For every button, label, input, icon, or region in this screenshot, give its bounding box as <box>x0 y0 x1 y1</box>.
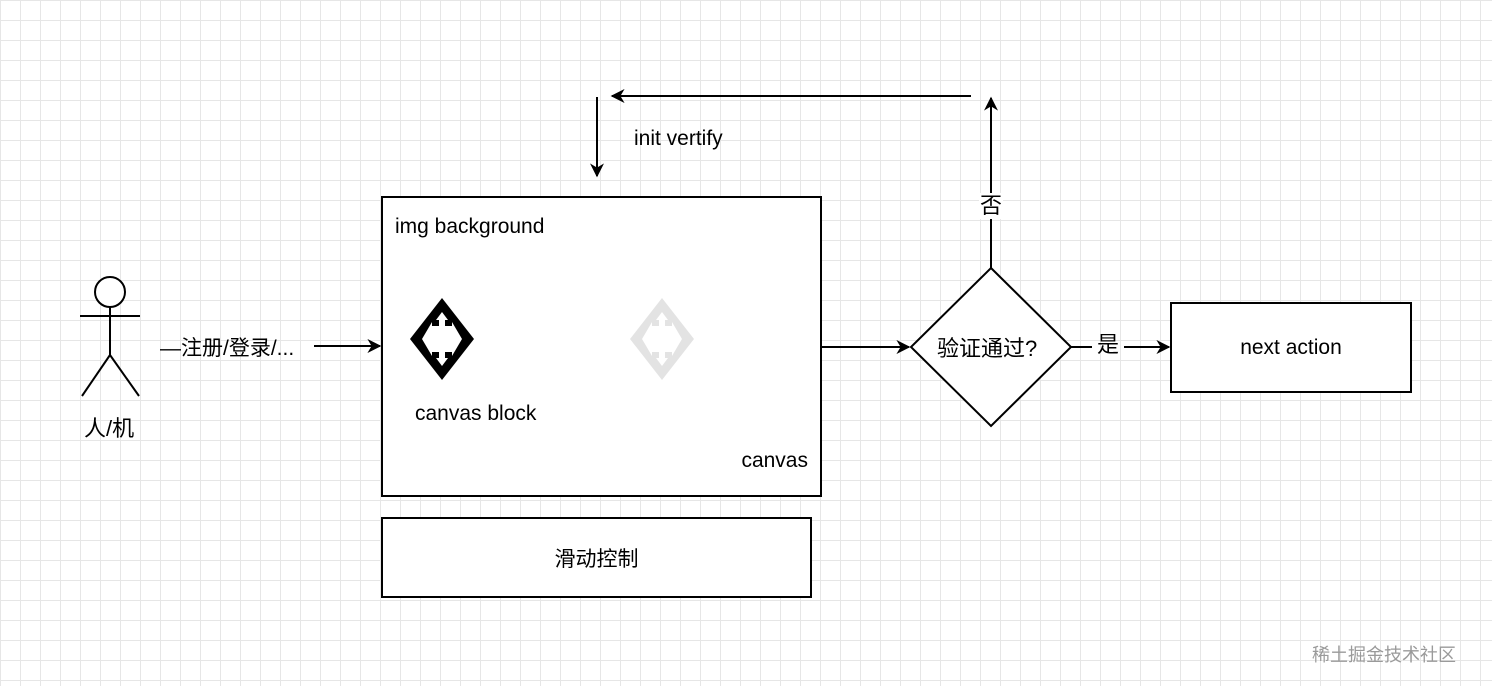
slider-control-box: 滑动控制 <box>381 517 812 598</box>
decision-label: 验证通过? <box>937 336 1038 361</box>
decision-diamond <box>909 266 1073 428</box>
entry-edge-label: —注册/登录/... <box>160 337 295 360</box>
slider-control-label: 滑动控制 <box>554 547 639 571</box>
no-edge-label: 否 <box>979 193 1004 219</box>
canvas-block-label: canvas block <box>415 402 537 425</box>
ghost-puzzle-block-icon <box>630 298 694 380</box>
stick-figure-icon <box>80 276 140 397</box>
img-background-label: img background <box>395 215 545 238</box>
next-action-label: next action <box>1240 335 1342 359</box>
puzzle-block-icon <box>410 298 474 380</box>
yes-edge-label: 是 <box>1097 332 1120 357</box>
canvas-label: canvas <box>741 449 808 472</box>
canvas-box: img background canvas block canvas <box>381 196 822 497</box>
watermark: 稀土掘金技术社区 <box>1312 645 1456 665</box>
actor-label: 人/机 <box>84 416 135 441</box>
next-action-box: next action <box>1170 302 1412 393</box>
init-edge-label: init vertify <box>634 127 723 150</box>
